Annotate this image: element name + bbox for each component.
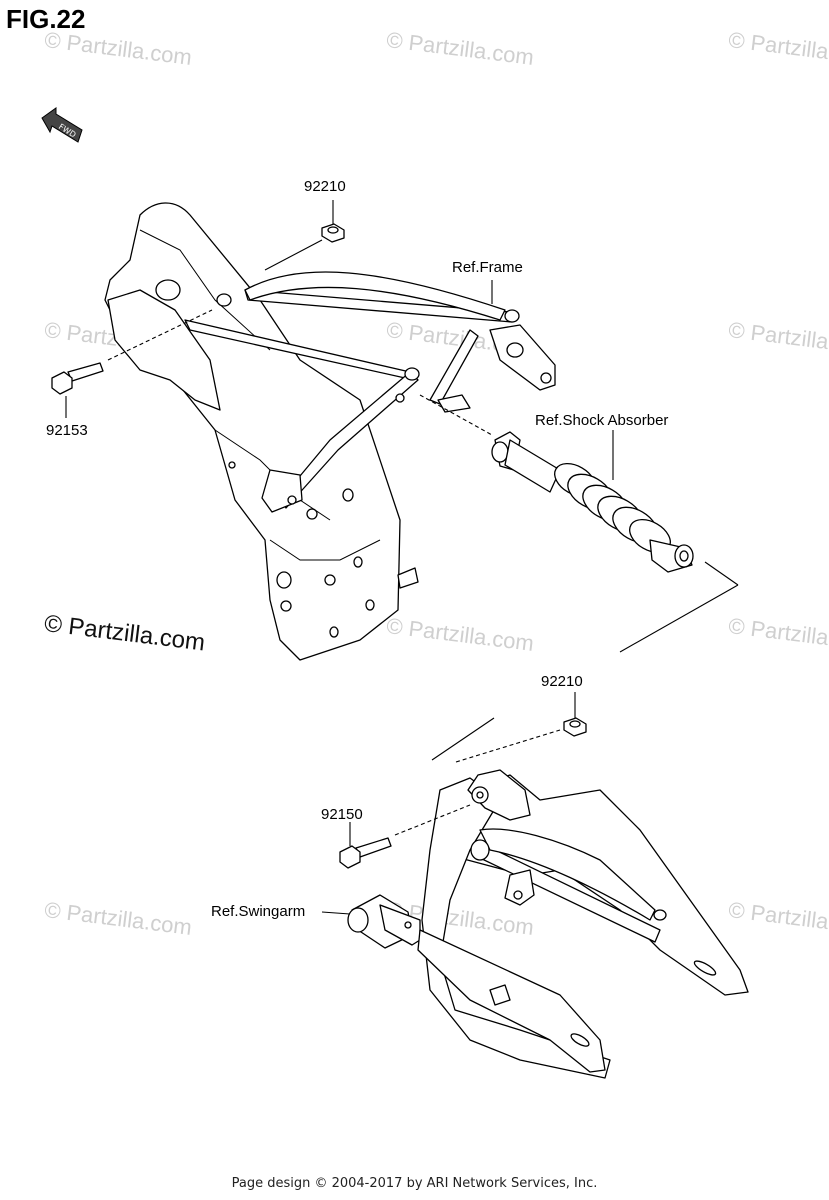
nut-92210-top	[264, 200, 345, 271]
fwd-arrow-icon: FWD	[41, 107, 83, 143]
page-footer: Page design © 2004-2017 by ARI Network S…	[231, 1176, 598, 1191]
shock-absorber-drawing	[419, 394, 739, 653]
bolt-92150	[339, 804, 471, 869]
callout-bolt-92153: 92153	[46, 422, 88, 439]
callout-ref-swingarm: Ref.Swingarm	[211, 903, 306, 920]
nut-92210-bottom	[563, 692, 587, 737]
swingarm-drawing	[347, 717, 749, 1079]
figure-title: FIG.22	[6, 4, 86, 34]
frame-drawing	[104, 202, 556, 661]
callout-bolt-92150: 92150	[321, 806, 363, 823]
bolt-92153	[51, 309, 213, 418]
callout-nut-92210-top: 92210	[304, 178, 346, 195]
callout-ref-shock-absorber: Ref.Shock Absorber	[535, 412, 669, 429]
callout-nut-92210-bottom: 92210	[541, 673, 583, 690]
callout-ref-frame: Ref.Frame	[452, 259, 523, 276]
